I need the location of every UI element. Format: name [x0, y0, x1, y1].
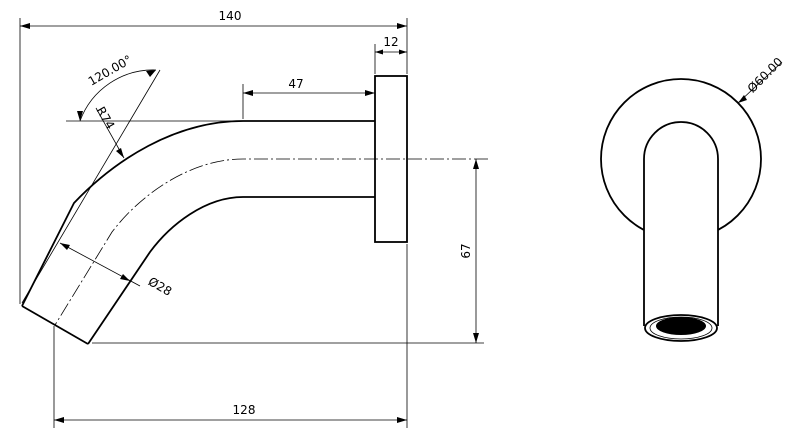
dim-base-length: 128: [53, 244, 408, 428]
dim-d60-label: Ø60.00: [745, 55, 786, 96]
spout-centerline: [54, 158, 488, 326]
dim-flange-thickness: 12: [374, 35, 407, 74]
dim-140-label: 140: [219, 9, 242, 23]
dim-47-label: 47: [288, 77, 303, 91]
dim-bend-angle: 120.00°: [21, 52, 240, 304]
pipe-front-outline: [643, 121, 719, 326]
outlet-rim: [644, 314, 718, 342]
dim-128-label: 128: [233, 403, 256, 417]
outlet-aerator: [656, 317, 706, 335]
spout-inner-contour: [87, 196, 375, 345]
dim-67-label: 67: [459, 243, 473, 258]
spout-outer-contour: [21, 120, 375, 307]
outlet-ring: [649, 316, 713, 340]
dim-straight-length: 47: [242, 77, 375, 119]
dim-flange-diameter-leader: [737, 61, 783, 104]
pipe-front-fill: [644, 122, 718, 326]
dim-drop-height: 67: [92, 159, 484, 344]
dim-overall-length: 140: [19, 9, 408, 304]
dim-pipe-diameter: Ø28: [59, 242, 174, 299]
side-view: 140 12 47 67: [19, 9, 488, 428]
dim-bend-radius: R74: [93, 104, 125, 159]
dim-r74-label: R74: [93, 104, 117, 131]
dim-d28-label: Ø28: [146, 274, 174, 298]
dim-12-label: 12: [383, 35, 398, 49]
front-view: Ø60.00: [600, 55, 786, 342]
